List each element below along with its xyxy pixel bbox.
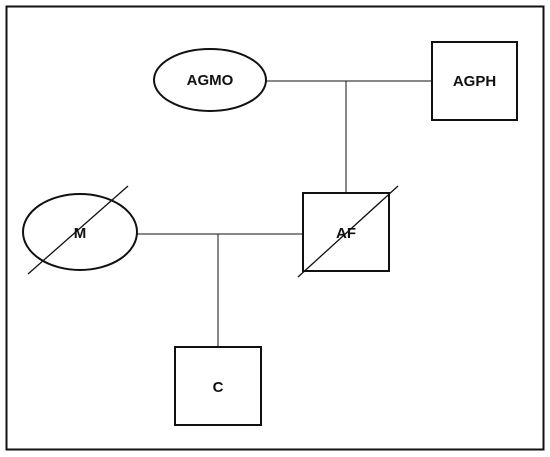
agmo-ellipse	[153, 48, 267, 112]
node-agmo: AGMO	[153, 48, 267, 112]
af-square	[302, 192, 390, 272]
m-ellipse	[22, 193, 138, 271]
agmo-label: AGMO	[187, 72, 234, 89]
m-deceased-slash	[27, 185, 129, 275]
af-deceased-slash	[297, 185, 399, 278]
c-label: C	[213, 379, 224, 396]
agph-square	[431, 41, 518, 121]
node-c: C	[174, 346, 262, 426]
c-square	[174, 346, 262, 426]
node-m: M	[22, 185, 138, 275]
node-agph: AGPH	[431, 41, 518, 121]
agph-label: AGPH	[453, 73, 496, 90]
m-label: M	[74, 225, 87, 242]
node-af: AF	[297, 185, 399, 278]
